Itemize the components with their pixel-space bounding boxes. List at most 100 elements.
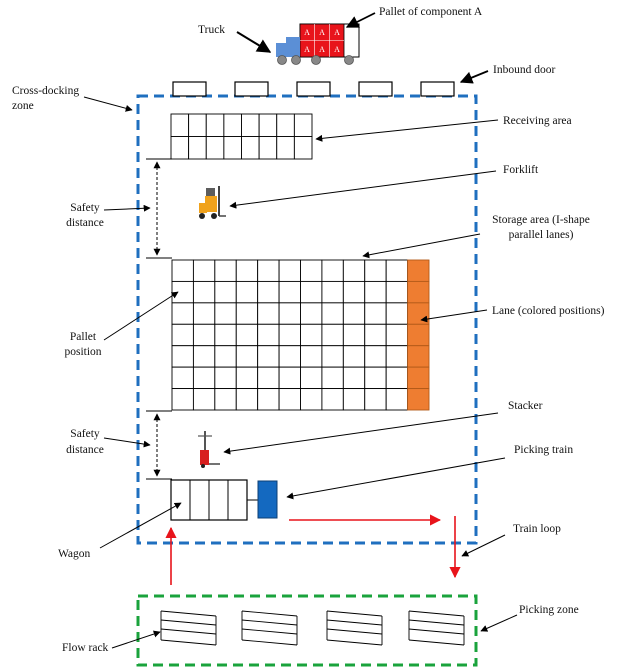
pallet-position [214,259,237,282]
pallet-position [192,259,216,282]
inbound-door [296,81,331,97]
pallet-position [192,366,216,390]
storage-area-label-line1: Storage area (I-shape [492,214,590,226]
pallet-position [342,345,366,368]
pallet-position [235,366,259,390]
truck-label: Truck [198,24,226,36]
pallet-position [214,366,237,390]
receiving-position [276,113,295,137]
pallet-position [342,323,366,347]
inbound-door [420,81,455,97]
flow-rack [241,610,298,646]
pallet-position [385,280,409,304]
pallet-position [214,345,237,368]
pallet-position [321,280,344,304]
pallet-position [171,323,194,347]
safety-distance-label-2-line1: Safety [70,428,100,440]
pallet-position [300,345,323,368]
train-loop-label: Train loop [513,523,561,535]
pallet-position [171,302,194,325]
pallet-position [192,345,216,368]
lane-position [407,302,430,325]
lane-position [407,280,430,304]
lane-position [407,323,430,347]
receiving-position [205,113,225,137]
pallet-position [364,345,387,368]
pallet-letter: A [334,28,340,37]
train-loop-arrows [165,514,461,585]
lane-label: Lane (colored positions) [492,305,605,317]
pallet-position [257,259,280,282]
picking-train-locomotive [257,480,278,519]
receiving-position [241,113,260,137]
pallet-position [278,345,301,368]
pallet-position [278,280,301,304]
storage-area-grid [171,259,430,411]
pallet-position [171,280,194,304]
receiving-position [205,136,225,160]
inbound-door-label: Inbound door [493,64,556,76]
wagon [170,479,248,521]
pallet-position [278,388,301,411]
pallet-position [235,280,259,304]
lane-position [407,345,430,368]
pallet-position [235,302,259,325]
flow-rack [160,610,217,646]
pallet-position [364,259,387,282]
pallet-position [235,388,259,411]
stacker-label: Stacker [508,400,543,412]
pallet-position [364,280,387,304]
safety-distance-label-2-line2: distance [66,444,104,456]
receiving-area-label: Receiving area [503,115,572,127]
pallet-position [171,388,194,411]
pallet-position [321,259,344,282]
pallet-position [214,302,237,325]
pallet-position [192,280,216,304]
pallet-letter: A [319,45,325,54]
pallet-position [385,323,409,347]
receiving-position [293,136,313,160]
pallet-position [257,388,280,411]
pallet-position [300,323,323,347]
pallet-position [321,302,344,325]
receiving-position [241,136,260,160]
pallet-position [321,345,344,368]
receiving-position [170,113,190,137]
pallet-position [364,366,387,390]
pallet-position [257,345,280,368]
pallet-position [321,388,344,411]
flow-racks [160,610,465,646]
pallet-position [342,366,366,390]
pallet-position [385,302,409,325]
pallet-position [300,366,323,390]
pallet-position-label-line1: Pallet [69,331,97,343]
flow-rack [408,610,465,646]
storage-area-label-line2: parallel lanes) [508,229,574,241]
flow-rack-label: Flow rack [62,642,109,654]
pallet-icon: A A A A A A [299,23,345,58]
cross-docking-zone-label-line1: Cross-docking [12,85,80,97]
inbound-doors [172,81,455,97]
pallet-position [278,366,301,390]
pallet-position [278,259,301,282]
pallet-position [257,280,280,304]
pallet-position [214,388,237,411]
receiving-position [293,113,313,137]
picking-train-label: Picking train [514,444,574,456]
forklift-label: Forklift [503,164,539,176]
pallet-position [257,366,280,390]
pallet-position [235,323,259,347]
pallet-position [257,302,280,325]
pallet-position [171,366,194,390]
pallet-position [342,280,366,304]
pallet-position [214,280,237,304]
receiving-position [258,136,278,160]
wagon-label: Wagon [58,548,91,560]
receiving-position [223,136,242,160]
pallet-position [385,388,409,411]
receiving-position [258,113,278,137]
pallet-position [300,259,323,282]
receiving-position [188,136,207,160]
